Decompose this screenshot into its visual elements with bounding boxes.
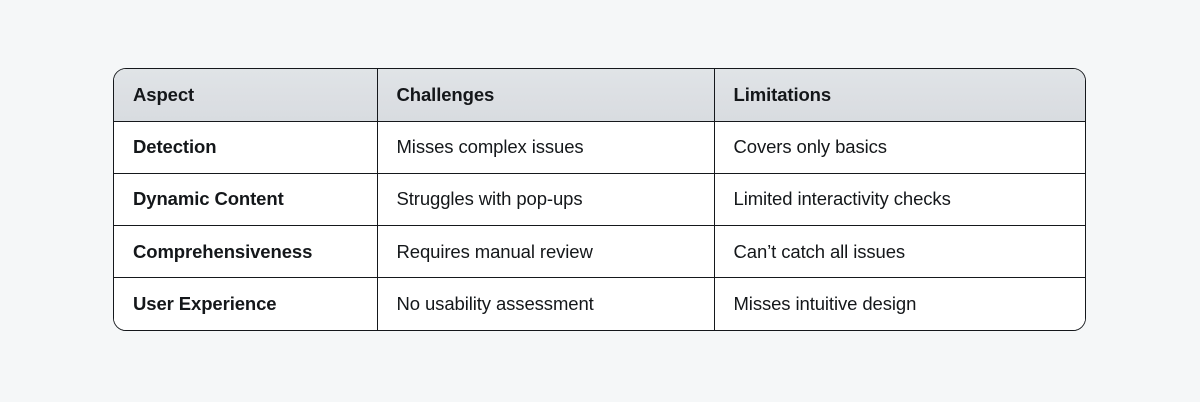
table-row: Comprehensiveness Requires manual review… xyxy=(114,225,1085,279)
cell-aspect: Detection xyxy=(114,121,378,174)
cell-challenges: Requires manual review xyxy=(377,225,715,279)
cell-limitations: Limited interactivity checks xyxy=(714,173,1085,227)
table-header: Aspect Challenges Limitations xyxy=(114,69,1085,122)
comparison-table: Aspect Challenges Limitations Detection … xyxy=(114,69,1085,330)
cell-challenges: Struggles with pop-ups xyxy=(377,173,715,227)
column-header-limitations: Limitations xyxy=(714,69,1085,122)
table-row: Dynamic Content Struggles with pop-ups L… xyxy=(114,173,1085,227)
cell-limitations: Can’t catch all issues xyxy=(714,225,1085,279)
cell-aspect: Dynamic Content xyxy=(114,173,378,227)
table-body: Detection Misses complex issues Covers o… xyxy=(114,121,1085,330)
cell-challenges: Misses complex issues xyxy=(377,121,715,174)
cell-aspect: Comprehensiveness xyxy=(114,225,378,279)
column-header-challenges: Challenges xyxy=(377,69,715,122)
comparison-table-container: Aspect Challenges Limitations Detection … xyxy=(113,68,1086,331)
table-row: Detection Misses complex issues Covers o… xyxy=(114,121,1085,174)
column-header-aspect: Aspect xyxy=(114,69,378,122)
cell-limitations: Covers only basics xyxy=(714,121,1085,174)
table-header-row: Aspect Challenges Limitations xyxy=(114,69,1085,122)
cell-aspect: User Experience xyxy=(114,277,378,330)
cell-challenges: No usability assessment xyxy=(377,277,715,330)
cell-limitations: Misses intuitive design xyxy=(714,277,1085,330)
table-row: User Experience No usability assessment … xyxy=(114,277,1085,330)
